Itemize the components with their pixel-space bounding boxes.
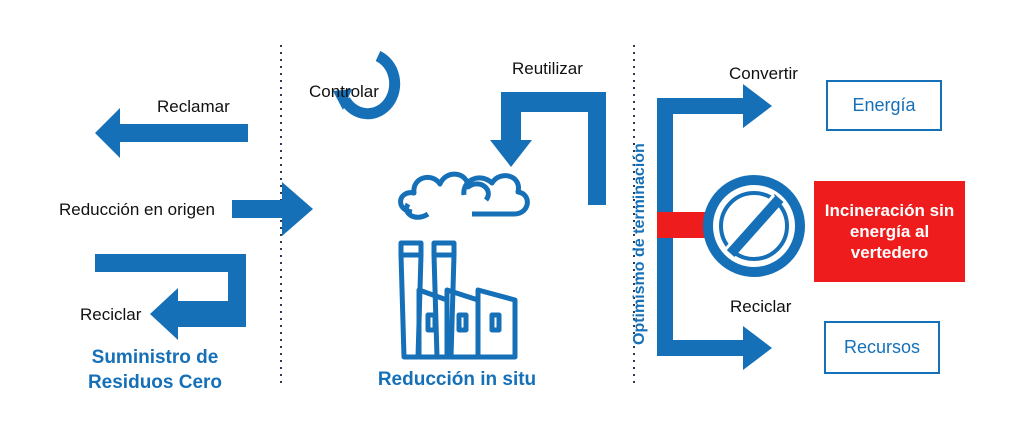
convertir-label: Convertir [729,64,798,83]
suministro-title-line1: Suministro de [91,347,219,368]
reutilizar-label: Reutilizar [512,59,583,78]
reduccion-origen-label: Reducción en origen [59,200,215,219]
controlar-cycle-icon [333,51,401,120]
reciclar-left-label: Reciclar [80,305,142,324]
reciclar-left-arrow [95,254,246,340]
controlar-label: Controlar [309,82,379,101]
reclamar-arrow [95,108,248,158]
reclamar-label: Reclamar [157,97,230,116]
suministro-title-line2: Residuos Cero [87,372,223,393]
incineracion-box: Incineración sin energía al vertedero [814,181,965,282]
optimismo-vertical-label: Optimismo de terminación [631,143,648,345]
reduccion-origen-arrow [232,182,313,236]
reutilizar-arrow [490,92,606,205]
recursos-box: Recursos [824,321,940,374]
reduccion-in-situ-title: Reducción in situ [377,369,537,390]
energia-box: Energía [826,80,942,131]
reciclar-right-label: Reciclar [730,297,792,316]
prohibition-icon [703,175,805,277]
factory-icon [398,171,530,360]
suministro-title: Suministro de Residuos Cero [60,345,250,395]
convertir-arrow [657,84,772,370]
